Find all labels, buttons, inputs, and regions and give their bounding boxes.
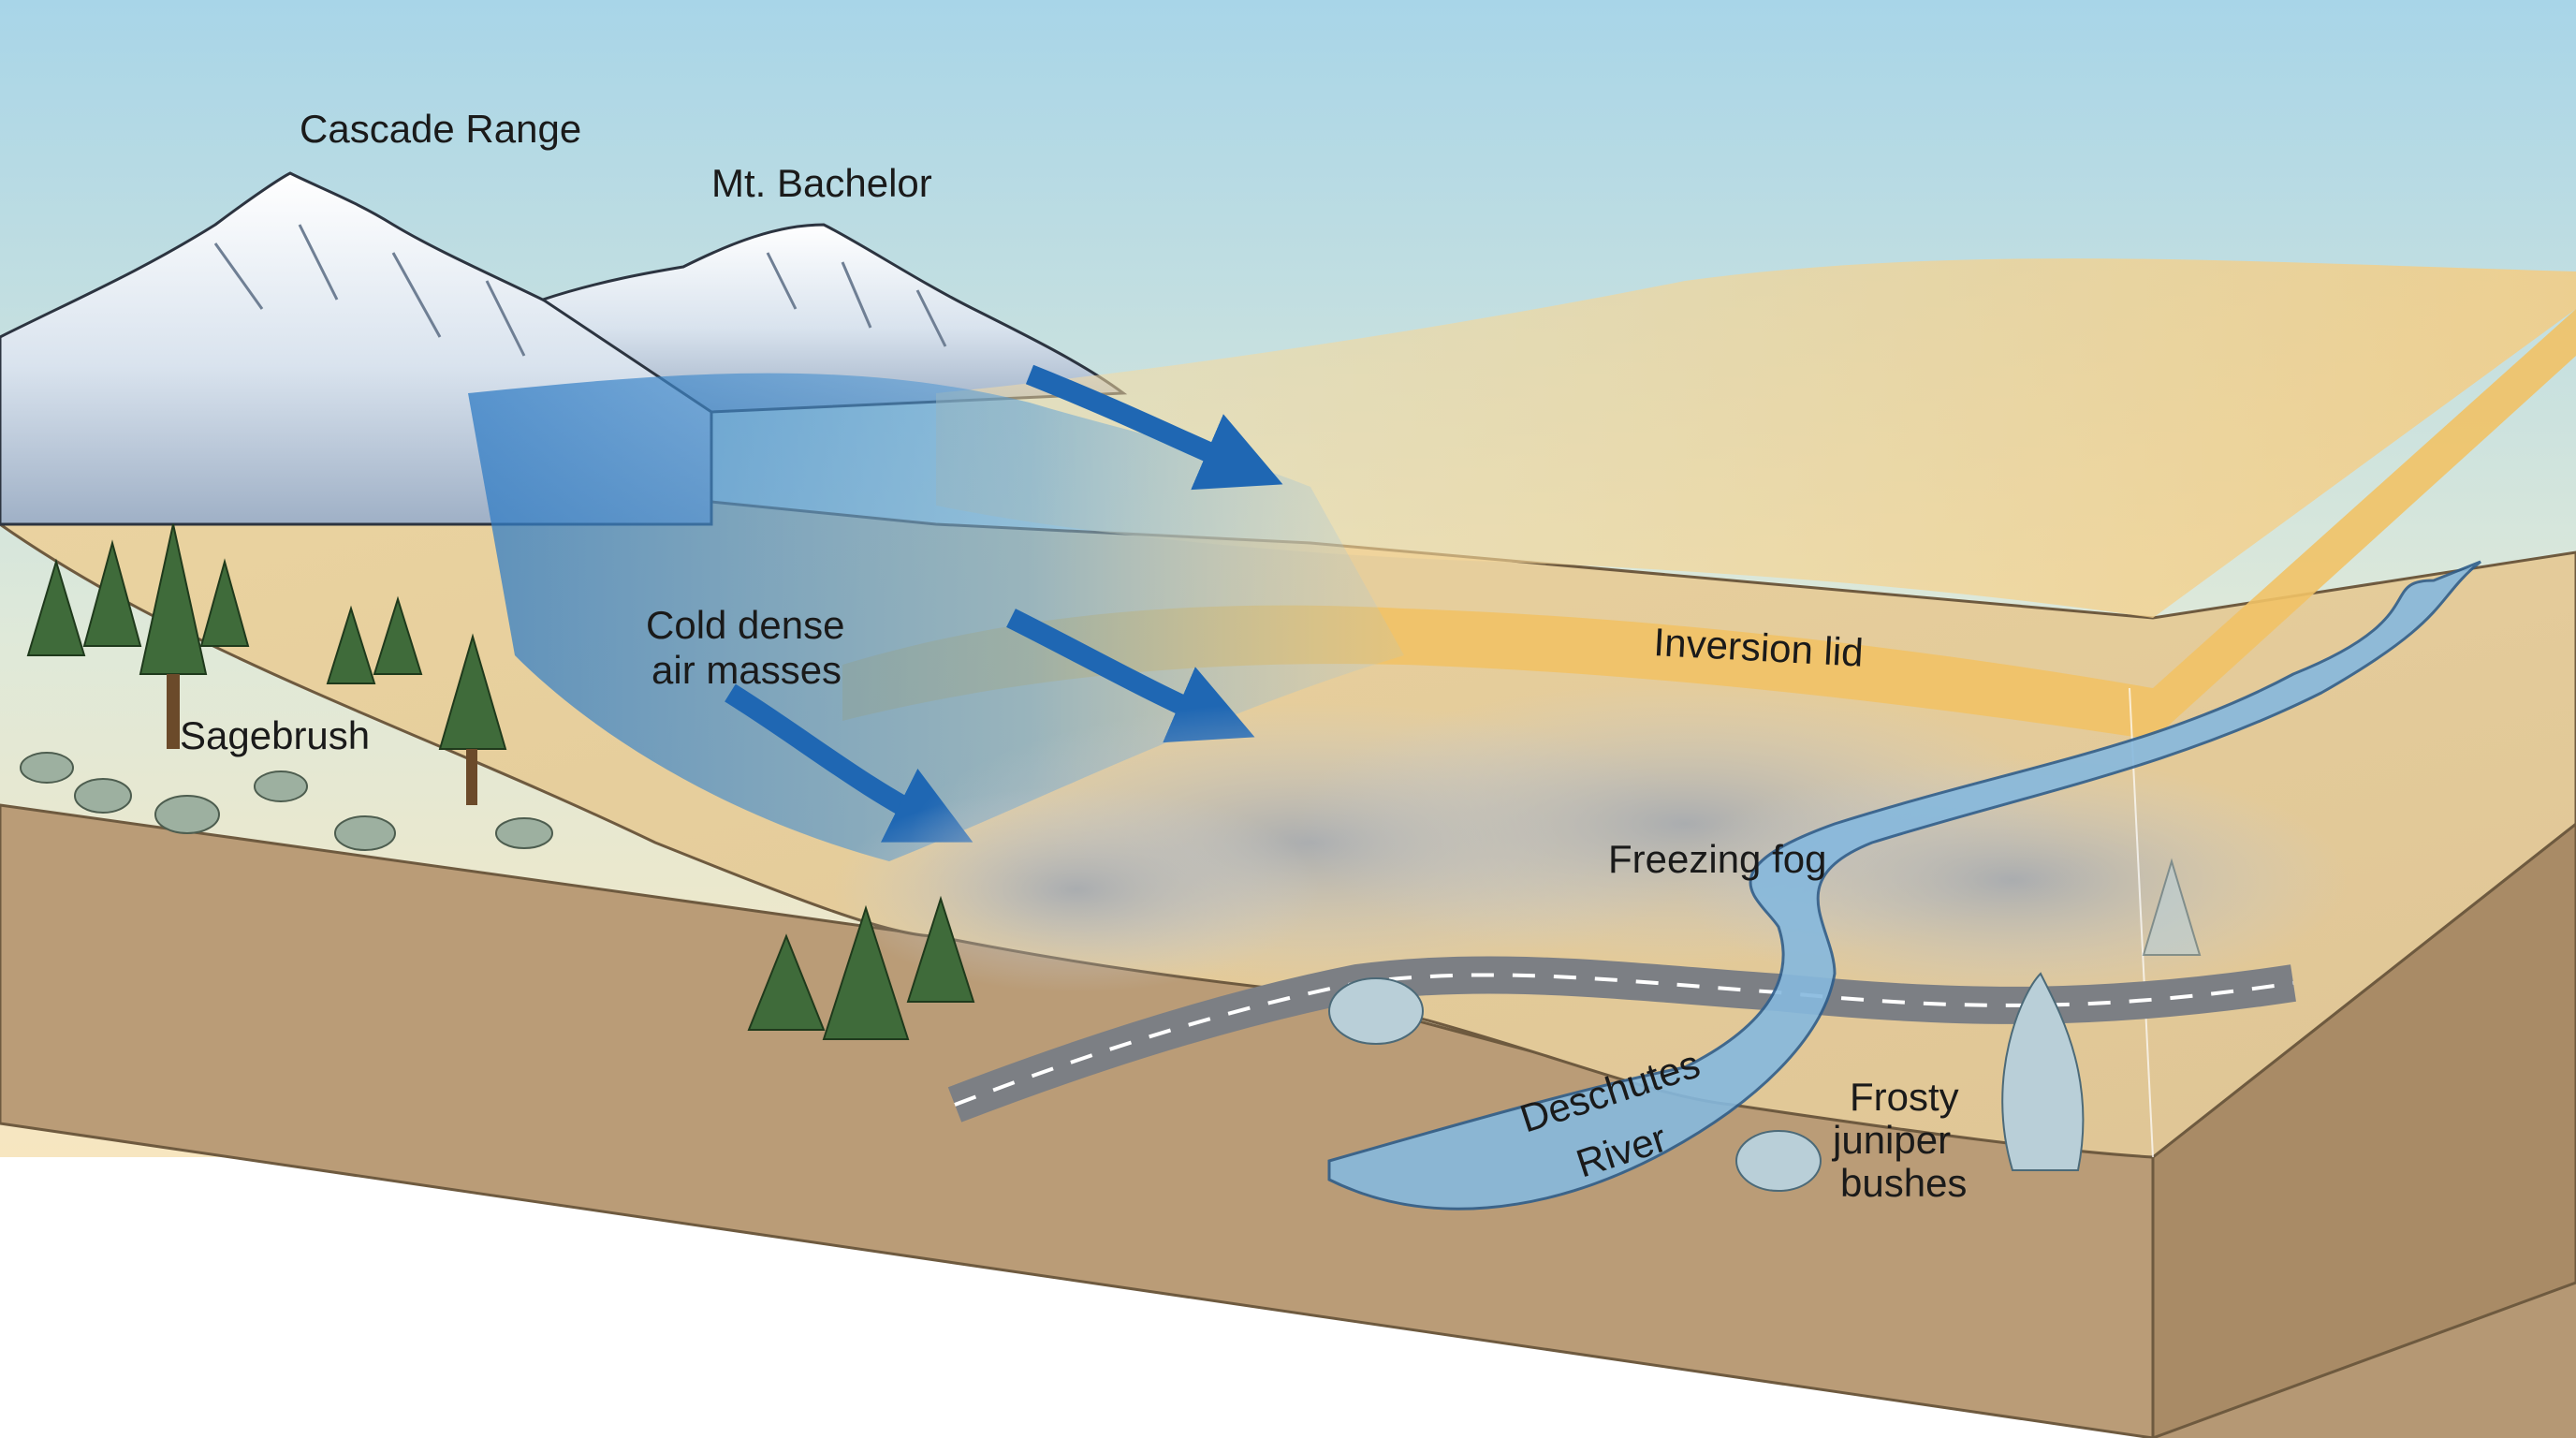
deschutes-river xyxy=(1327,560,2481,1211)
label-cold-air-line1: Cold dense xyxy=(646,603,844,647)
label-juniper-line3: bushes xyxy=(1840,1161,1967,1205)
cold-air-arrow-1 xyxy=(1025,364,1283,491)
fog-cloud-4 xyxy=(833,786,1320,992)
label-juniper-line1: Frosty xyxy=(1850,1075,1959,1119)
label-freezing-fog: Freezing fog xyxy=(1608,837,1826,881)
label-juniper-line2: juniper xyxy=(1831,1118,1951,1162)
snow-streaks xyxy=(213,224,947,357)
mt-bachelor-mountain xyxy=(539,223,1128,414)
tree-trunk-1 xyxy=(167,674,180,749)
sagebrush-shrubs xyxy=(20,752,553,851)
label-sagebrush: Sagebrush xyxy=(180,713,370,757)
label-inversion-lid: Inversion lid xyxy=(1653,620,1865,675)
tree-trunk-2 xyxy=(466,749,477,805)
frosty-juniper-bushes xyxy=(1328,858,2202,1192)
cold-air-arrow-3 xyxy=(724,683,973,843)
label-mt-bachelor: Mt. Bachelor xyxy=(711,161,932,205)
label-cascade-range: Cascade Range xyxy=(300,107,581,151)
label-cold-air-line2: air masses xyxy=(651,648,842,692)
inversion-lid-top xyxy=(936,258,2576,618)
